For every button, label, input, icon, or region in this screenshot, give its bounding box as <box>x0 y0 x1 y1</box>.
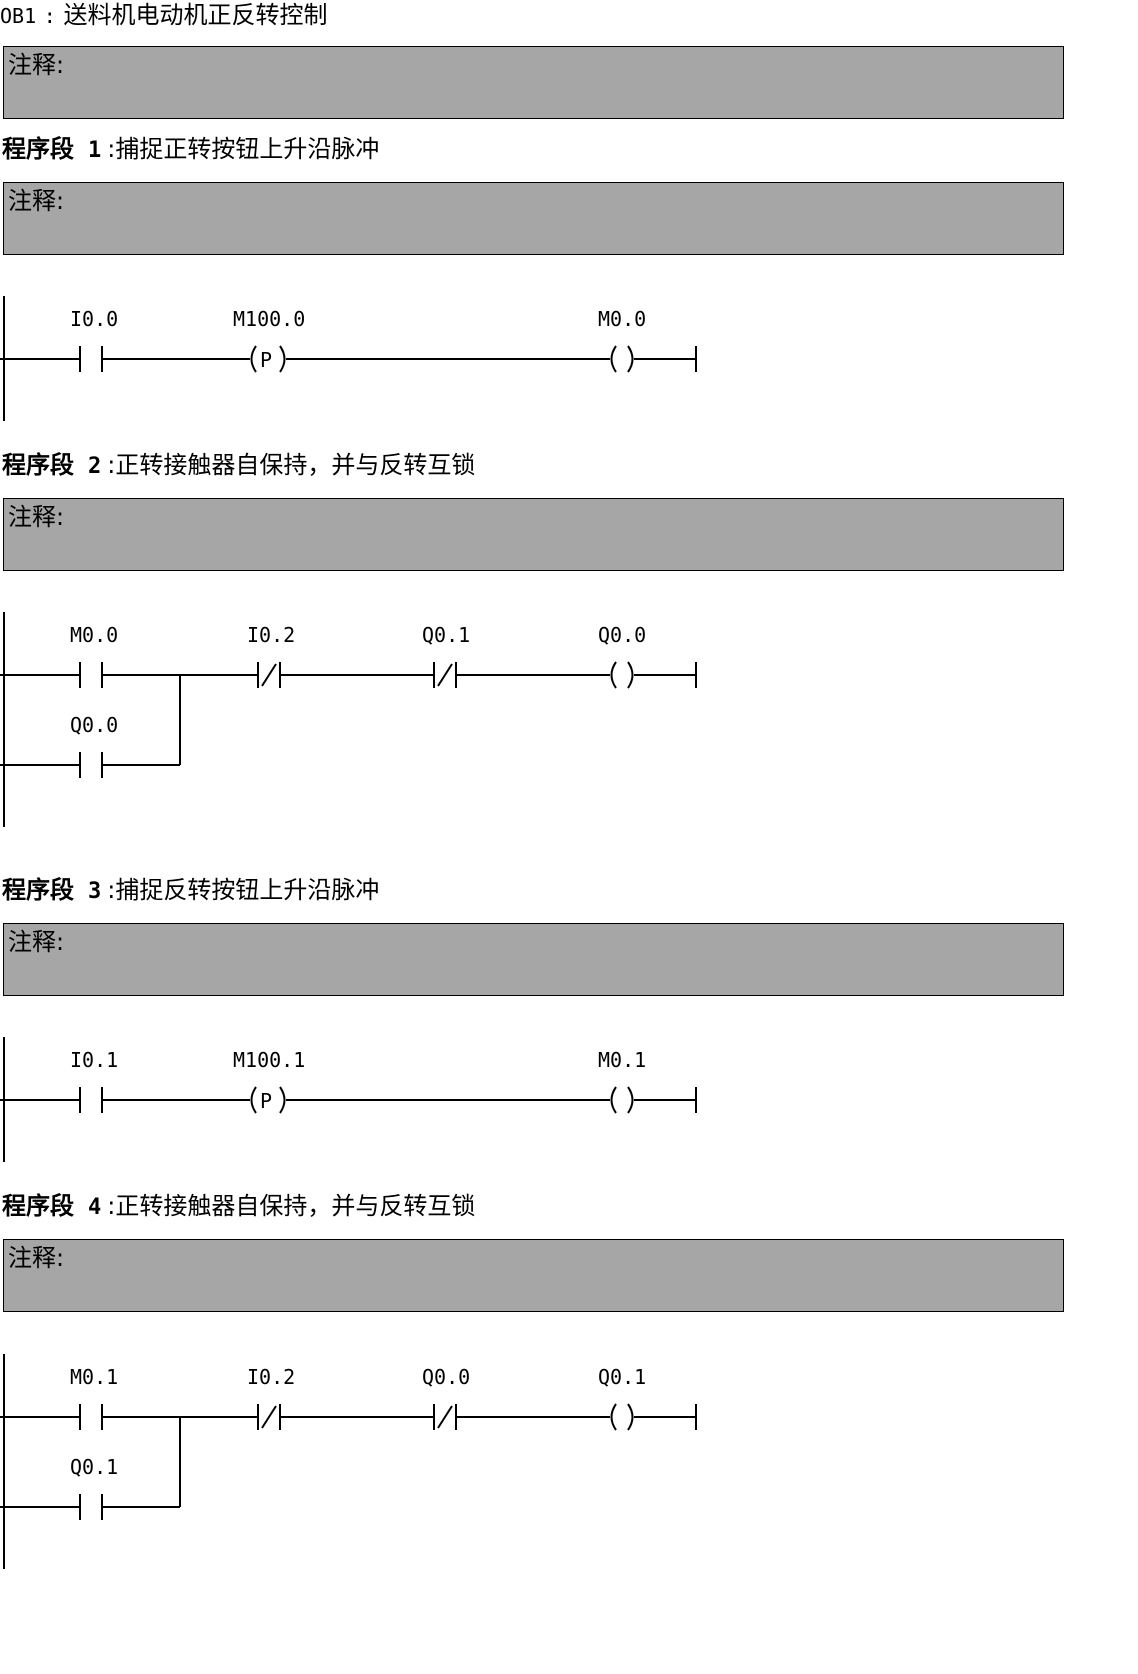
coil-label: M0.1 <box>598 1048 646 1072</box>
coil-label: M0.0 <box>598 307 646 331</box>
block-comment-box[interactable]: 注释: <box>3 46 1064 119</box>
contact-no[interactable] <box>79 1404 103 1430</box>
branch-contact-no[interactable] <box>79 1494 103 1520</box>
contact-no[interactable] <box>79 662 103 688</box>
network-3-comment-label: 注释: <box>8 928 65 956</box>
branch-contact-no[interactable] <box>79 752 103 778</box>
network-1-separator: : <box>107 135 116 163</box>
network-3-rung[interactable]: P I0.1 M100.1 M0.1 <box>0 1037 720 1162</box>
edge-symbol: P <box>260 1089 272 1113</box>
edge-detector-p[interactable]: P <box>250 345 286 373</box>
network-3-separator: : <box>107 876 116 904</box>
network-4-title-text: 正转接触器自保持，并与反转互锁 <box>115 1192 476 1220</box>
network-2-comment-label: 注释: <box>8 503 65 531</box>
block-id: OB1 <box>0 4 37 28</box>
contact-no[interactable] <box>79 1087 103 1113</box>
edge-memory-label: M100.1 <box>233 1048 305 1072</box>
edge-memory-label: M100.0 <box>233 307 305 331</box>
network-1-title-text: 捕捉正转按钮上升沿脉冲 <box>115 135 380 163</box>
network-3-number: 3 <box>88 879 102 904</box>
nc-contact-1-label: I0.2 <box>247 1365 295 1389</box>
contact-label: I0.0 <box>70 307 118 331</box>
network-2-number: 2 <box>88 454 102 479</box>
contact-nc[interactable] <box>257 1404 281 1430</box>
network-4-rung[interactable]: M0.1 I0.2 Q0.0 Q0.1 Q0.1 <box>0 1354 720 1569</box>
contact-label: M0.0 <box>70 623 118 647</box>
network-4-comment-label: 注释: <box>8 1244 65 1272</box>
network-1-number: 1 <box>88 138 102 163</box>
contact-no[interactable] <box>79 346 103 372</box>
block-title-text: 送料机电动机正反转控制 <box>63 1 328 29</box>
branch-contact-label: Q0.1 <box>70 1455 118 1479</box>
network-2-title: 程序段 2:正转接触器自保持，并与反转互锁 <box>2 448 475 482</box>
contact-nc[interactable] <box>257 662 281 688</box>
nc-contact-2-label: Q0.0 <box>422 1365 470 1389</box>
network-4-comment-box[interactable]: 注释: <box>3 1239 1064 1312</box>
coil-label: Q0.0 <box>598 623 646 647</box>
network-2-separator: : <box>107 451 116 479</box>
edge-symbol: P <box>260 348 272 372</box>
coil-label: Q0.1 <box>598 1365 646 1389</box>
network-1-comment-box[interactable]: 注释: <box>3 182 1064 255</box>
edge-detector-p[interactable]: P <box>250 1086 286 1114</box>
network-4-keyword: 程序段 <box>2 1192 74 1220</box>
output-coil[interactable] <box>610 661 634 689</box>
block-separator: : <box>43 4 56 28</box>
output-coil[interactable] <box>610 345 634 373</box>
block-title: OB1 : 送料机电动机正反转控制 <box>0 0 327 30</box>
network-3-title-text: 捕捉反转按钮上升沿脉冲 <box>115 876 380 904</box>
output-coil[interactable] <box>610 1086 634 1114</box>
network-1-comment-label: 注释: <box>8 187 65 215</box>
nc-contact-1-label: I0.2 <box>247 623 295 647</box>
contact-nc[interactable] <box>433 662 457 688</box>
network-2-comment-box[interactable]: 注释: <box>3 498 1064 571</box>
contact-label: M0.1 <box>70 1365 118 1389</box>
contact-nc[interactable] <box>433 1404 457 1430</box>
block-comment-label: 注释: <box>8 51 65 79</box>
network-3-title: 程序段 3:捕捉反转按钮上升沿脉冲 <box>2 873 379 907</box>
network-1-keyword: 程序段 <box>2 135 74 163</box>
network-4-number: 4 <box>88 1195 102 1220</box>
branch-contact-label: Q0.0 <box>70 713 118 737</box>
network-2-keyword: 程序段 <box>2 451 74 479</box>
network-4-title: 程序段 4:正转接触器自保持，并与反转互锁 <box>2 1189 475 1223</box>
network-3-keyword: 程序段 <box>2 876 74 904</box>
network-3-comment-box[interactable]: 注释: <box>3 923 1064 996</box>
network-1-title: 程序段 1:捕捉正转按钮上升沿脉冲 <box>2 132 379 166</box>
network-2-rung[interactable]: M0.0 I0.2 Q0.1 Q0.0 Q0.0 <box>0 612 720 827</box>
network-1-rung[interactable]: P I0.0 M100.0 M0.0 <box>0 296 720 421</box>
network-4-separator: : <box>107 1192 116 1220</box>
output-coil[interactable] <box>610 1403 634 1431</box>
network-2-title-text: 正转接触器自保持，并与反转互锁 <box>115 451 476 479</box>
contact-label: I0.1 <box>70 1048 118 1072</box>
nc-contact-2-label: Q0.1 <box>422 623 470 647</box>
